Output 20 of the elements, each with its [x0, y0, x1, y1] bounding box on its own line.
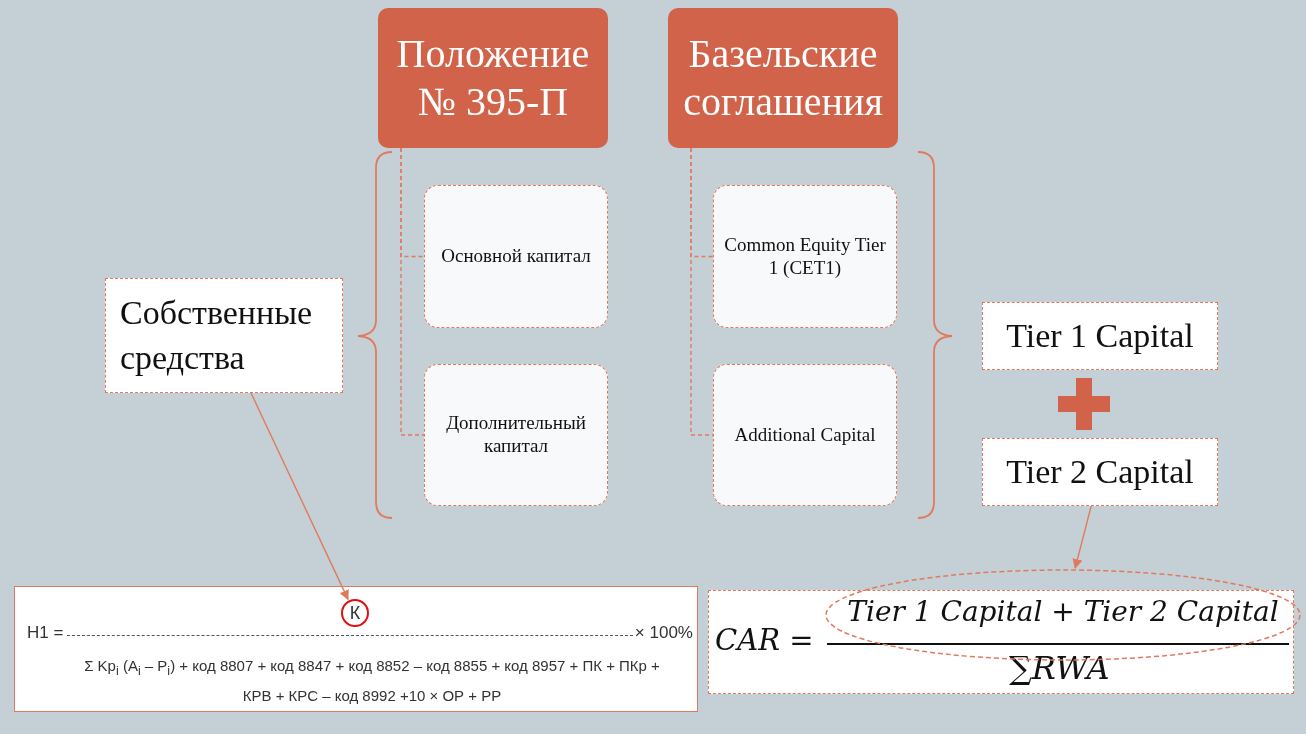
formula-text: H1 =	[27, 623, 64, 643]
formula-text: × 100%	[634, 623, 693, 643]
category-box: Common Equity Tier 1 (CET1)	[713, 185, 897, 328]
formula-box	[14, 586, 698, 712]
header-box: Положение № 395-П	[378, 8, 608, 148]
category-box: Additional Capital	[713, 364, 897, 506]
formula-text: CAR =	[715, 623, 814, 657]
header-box: Базельские соглашения	[668, 8, 898, 148]
plus-sign	[1058, 378, 1110, 430]
formula-box	[708, 590, 1294, 694]
connector-line	[400, 147, 425, 436]
arrow	[1072, 505, 1092, 570]
category-box: Основной капитал	[424, 185, 608, 328]
term-box: Tier 1 Capital	[982, 302, 1218, 370]
category-box: Дополнительный капитал	[424, 364, 608, 506]
term-box: Tier 2 Capital	[982, 438, 1218, 506]
circled-letter: К	[341, 599, 369, 627]
formula-denominator: Σ Kp$_{i}$ (A$_{i}$ – P$_{i}$) + код 8807 + код 8847 + код 8852 – код 8855 + код 8957 + ПК + ПКр + КРВ + КРС – код 8992 +10 × ОР + РР	[83, 656, 661, 706]
term-box: Собственные средства	[105, 278, 343, 393]
arrow	[250, 392, 349, 601]
